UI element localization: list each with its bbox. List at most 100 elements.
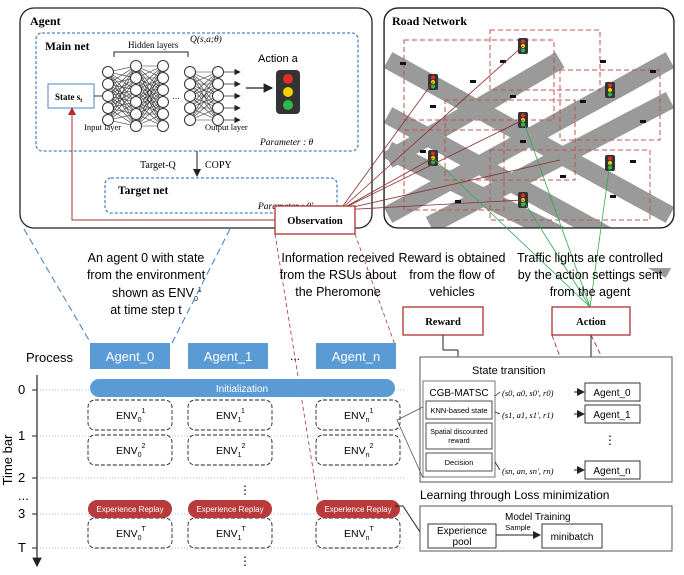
env-label: ENV1T xyxy=(216,526,247,542)
time-tick: 2 xyxy=(18,470,25,485)
state-transition-panel: State transition CGB-MATSC KNN-based sta… xyxy=(419,356,673,483)
env-label: ENVn2 xyxy=(344,443,374,459)
experience-pool-label-2: pool xyxy=(453,537,472,548)
time-tick: T xyxy=(18,540,26,555)
initialization-bar xyxy=(90,379,395,397)
svg-text:shown as ENV01: shown as ENV01 xyxy=(112,286,202,303)
main-net-title: Main net xyxy=(45,41,90,53)
time-bar-label: Time bar xyxy=(0,434,15,485)
target-net-title: Target net xyxy=(118,185,169,197)
nn-node xyxy=(102,90,114,102)
nn-node xyxy=(130,120,142,132)
q-function-label: Q(s,a;θ) xyxy=(190,34,222,45)
nn-node xyxy=(212,102,224,114)
reward-desc-2: from the flow of xyxy=(409,268,495,282)
experience-replay-bar xyxy=(188,500,272,518)
experience-replay-bar xyxy=(88,500,172,518)
state-transition-title: State transition xyxy=(472,365,545,377)
env-label: ENVnT xyxy=(344,526,375,542)
time-tick: ... xyxy=(18,488,29,503)
region-box xyxy=(489,149,651,221)
timeline-vdots-1: ⋮ xyxy=(239,483,251,497)
transition-tuple: (s0, a0, s0', r0) xyxy=(502,388,554,398)
learning-label: Learning through Loss minimization xyxy=(420,488,609,502)
process-label: Process xyxy=(26,350,73,365)
timeline-vdots-2: ⋮ xyxy=(239,554,251,568)
nn-node xyxy=(130,72,142,84)
sample-label: Sample xyxy=(505,523,530,532)
nn-node xyxy=(157,84,169,96)
nn-node xyxy=(212,114,224,126)
vehicle xyxy=(430,105,436,108)
nn-node xyxy=(130,96,142,108)
env-box xyxy=(315,434,401,466)
region-box xyxy=(403,39,555,121)
agent-box-label: Agent_0 xyxy=(106,349,154,364)
region-box xyxy=(403,129,505,211)
env-label: ENV02 xyxy=(116,443,146,459)
experience-replay-label: Experience Replay xyxy=(324,505,391,514)
agent-box xyxy=(90,343,170,369)
vehicle xyxy=(470,80,476,83)
agent-desc-2: from the environment xyxy=(87,268,206,282)
state-sub: t xyxy=(80,98,82,104)
time-tick: 3 xyxy=(18,506,25,521)
vehicle xyxy=(650,70,656,73)
output-layer-label: Output layer xyxy=(205,122,248,132)
env-box xyxy=(187,517,273,549)
agent-box-label: Agent_n xyxy=(332,349,380,364)
nn-node xyxy=(184,66,196,78)
vehicle xyxy=(420,150,426,153)
traffic-light-icon xyxy=(276,70,300,114)
action-label: Action xyxy=(576,317,606,328)
agent-title: Agent xyxy=(30,14,61,28)
rsu-desc-1: Information received xyxy=(281,251,394,265)
env-box xyxy=(187,434,273,466)
nn-node xyxy=(102,114,114,126)
vehicle xyxy=(610,195,616,198)
vehicle xyxy=(510,95,516,98)
agent-box xyxy=(316,343,396,369)
spatial-label-1: Spatial discounted xyxy=(430,429,487,436)
env-box xyxy=(315,399,401,431)
env-box xyxy=(87,434,173,466)
input-layer-label: Input layer xyxy=(84,122,121,132)
agent-ellipsis: ... xyxy=(290,349,300,363)
reward-desc-1: Reward is obtained xyxy=(398,251,505,265)
minibatch-label: minibatch xyxy=(551,532,594,543)
vehicle xyxy=(580,100,586,103)
road-network-title: Road Network xyxy=(392,14,467,28)
experience-pool-box xyxy=(427,523,497,549)
copy-label: COPY xyxy=(205,160,232,171)
vehicle xyxy=(560,175,566,178)
transition-tuple: (s1, a1, s1', r1) xyxy=(502,410,554,420)
reward-box xyxy=(402,306,484,336)
reward-desc-3: vehicles xyxy=(429,285,474,299)
region-box xyxy=(559,69,661,141)
transition-agent-box xyxy=(584,404,641,424)
transition-agent-label: Agent_n xyxy=(593,466,630,477)
agent-panel: Agent Main net Hidden layers Q(s,a;θ) St… xyxy=(19,7,373,229)
vehicle xyxy=(520,140,526,143)
nn-node xyxy=(130,108,142,120)
decision-label: Decision xyxy=(445,458,474,467)
env-label: ENVn1 xyxy=(344,408,374,424)
experience-replay-bar xyxy=(316,500,400,518)
env-box xyxy=(187,399,273,431)
env-box xyxy=(87,399,173,431)
region-box xyxy=(444,99,576,181)
road-segment xyxy=(383,52,565,168)
target-q-label: Target-Q xyxy=(140,160,177,171)
svg-text:...: ... xyxy=(172,91,180,101)
experience-pool-label-1: Experience xyxy=(437,526,487,537)
env-box xyxy=(87,517,173,549)
action-a-label: Action a xyxy=(258,53,299,65)
transition-agent-box xyxy=(584,382,641,402)
state-box xyxy=(47,83,95,109)
initialization-label: Initialization xyxy=(216,384,268,395)
knn-label: KNN-based state xyxy=(430,406,487,415)
experience-replay-label: Experience Replay xyxy=(196,505,263,514)
nn-node xyxy=(184,90,196,102)
nn-node xyxy=(130,84,142,96)
nn-node xyxy=(157,108,169,120)
